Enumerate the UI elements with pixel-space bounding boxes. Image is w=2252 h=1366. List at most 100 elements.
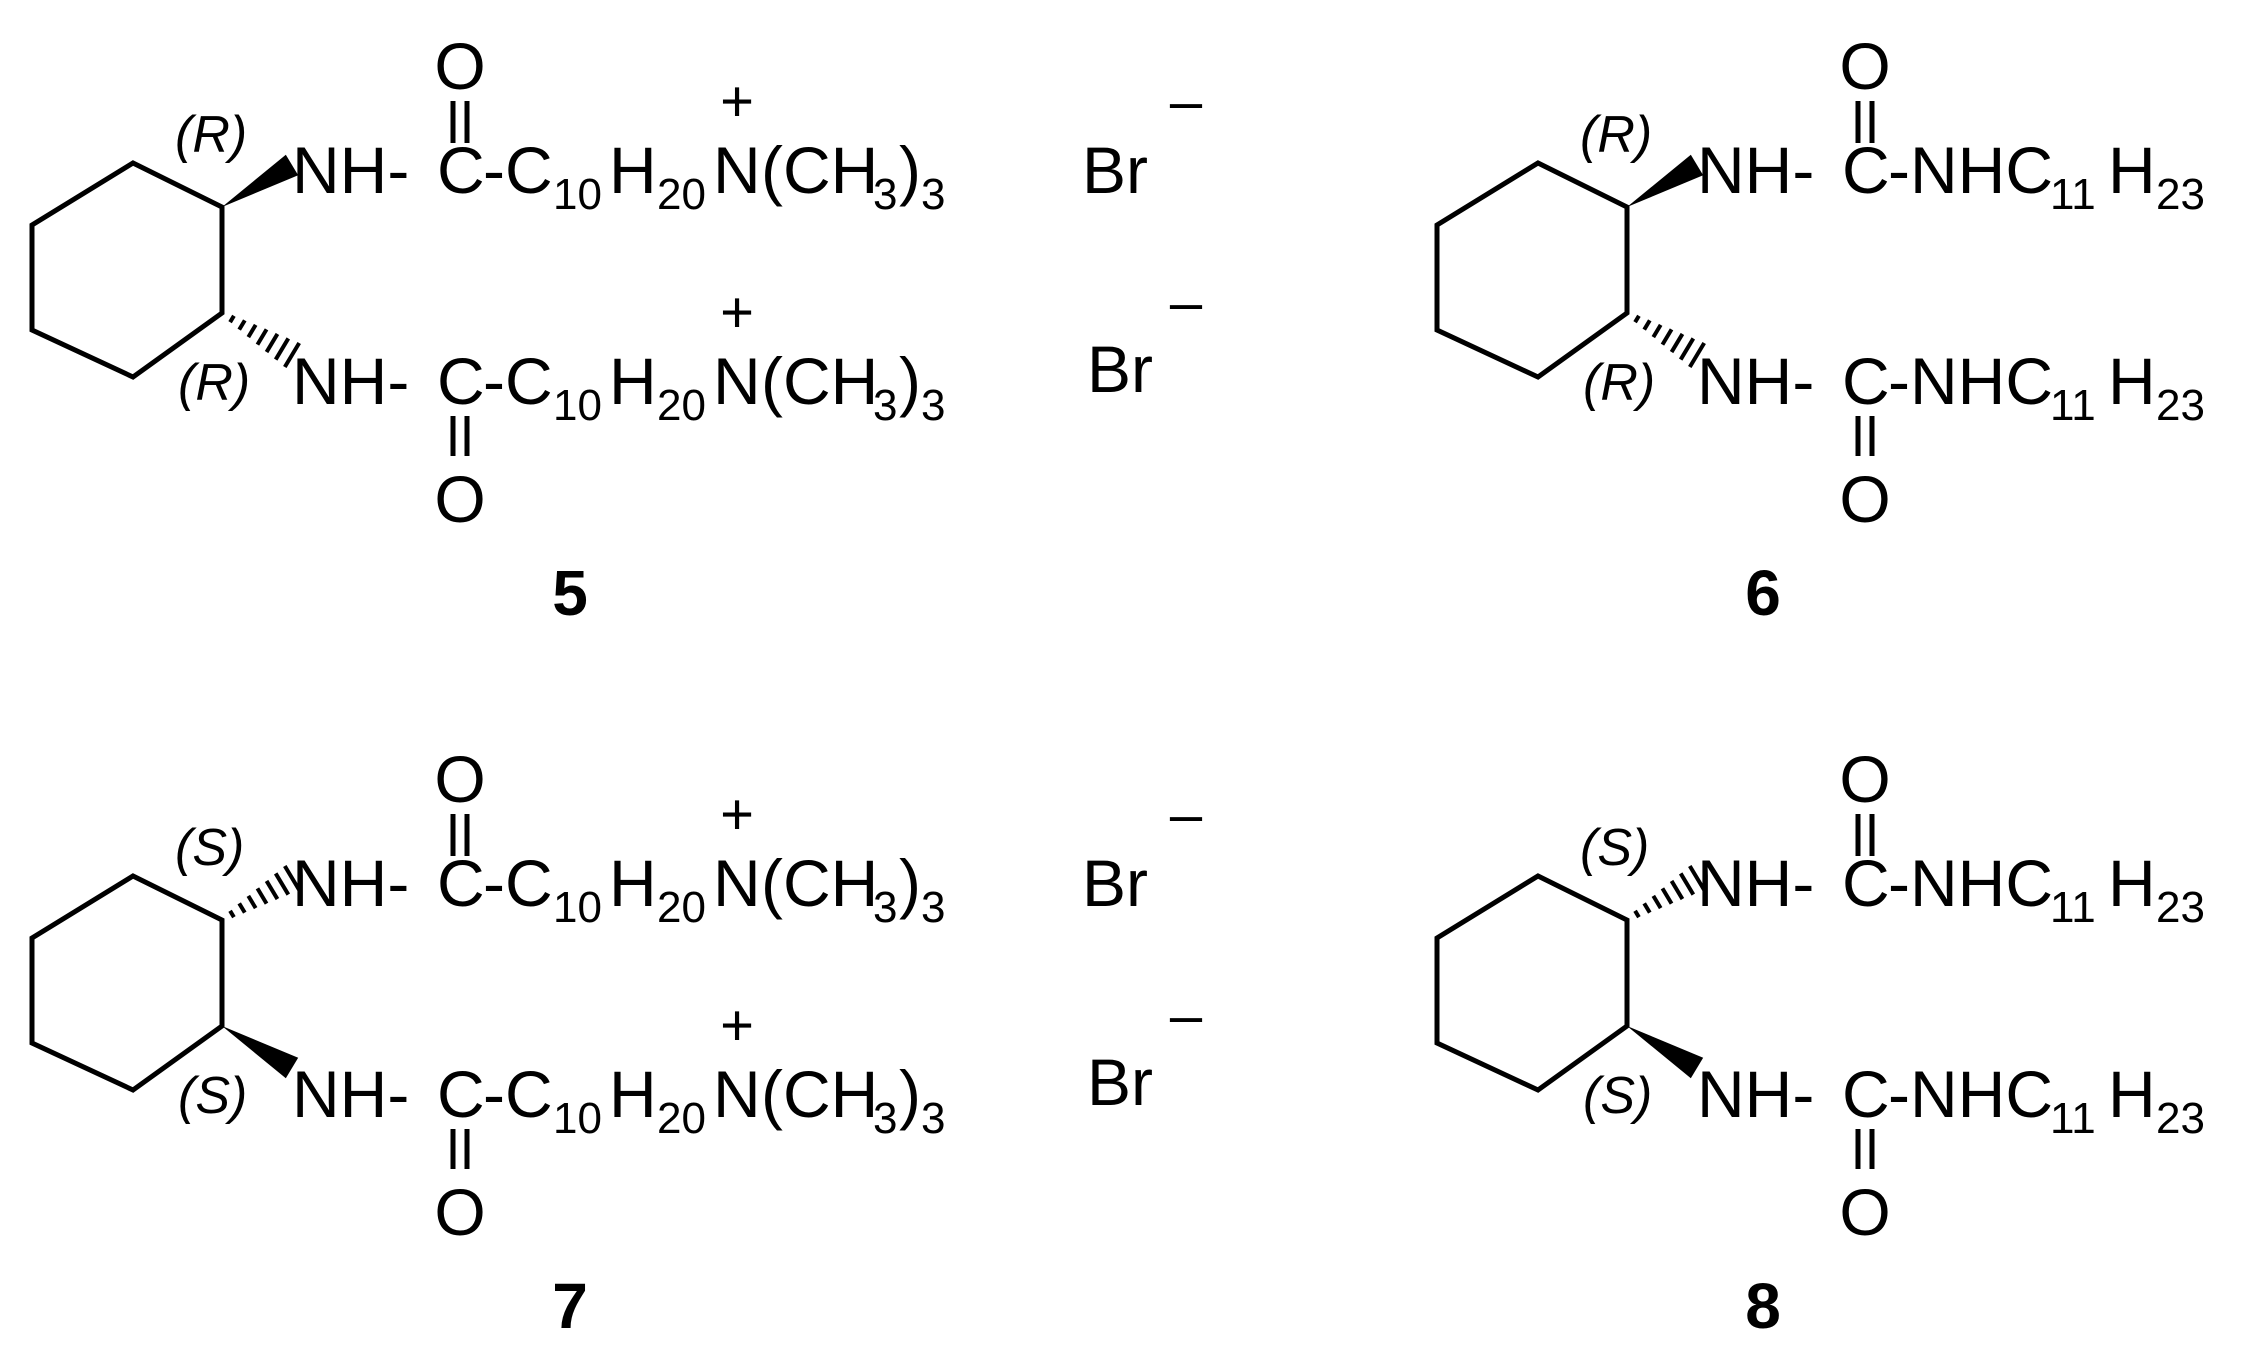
nhc-label: NHC [1910, 133, 2053, 207]
top-positive-charge: + [720, 69, 754, 134]
subscript-20: 20 [657, 883, 706, 932]
nh-label: NH- [292, 344, 409, 418]
nhc-label: NHC [1910, 846, 2053, 920]
nh-label: NH- [1697, 846, 1814, 920]
carbonyl-c-label: C [437, 344, 485, 418]
dash-label: - [1888, 344, 1910, 418]
bottom-oxygen-label: O [434, 462, 485, 536]
paren-label: ) [899, 344, 921, 418]
alkyl-h-label: H [2108, 133, 2156, 207]
top-stereo-bond [1633, 864, 1706, 919]
subscript-10: 10 [553, 883, 602, 932]
alkyl-h-label: H [2108, 846, 2156, 920]
paren-label: ) [899, 846, 921, 920]
carbonyl-c-label: C [1842, 1057, 1890, 1131]
ammonium-n-label: N [713, 1057, 761, 1131]
methyl-group-label: (CH [761, 846, 878, 920]
subscript-20: 20 [657, 170, 706, 219]
dash-label: - [483, 1057, 505, 1131]
paren-label: ) [899, 1057, 921, 1131]
subscript-20: 20 [657, 381, 706, 430]
top-stereo-bond [228, 864, 301, 919]
top-negative-charge: – [1170, 69, 1203, 134]
subscript-23: 23 [2156, 381, 2205, 430]
bottom-oxygen-label: O [1839, 1175, 1890, 1249]
top-stereo-bond [222, 154, 299, 207]
bottom-stereo-bond [1633, 314, 1706, 369]
chain-c-label: C [505, 344, 553, 418]
chain-c-label: C [505, 133, 553, 207]
ammonium-n-label: N [713, 133, 761, 207]
bottom-positive-charge: + [720, 993, 754, 1058]
top-negative-charge: – [1170, 782, 1203, 847]
subscript-20: 20 [657, 1094, 706, 1143]
top-oxygen-label: O [1839, 29, 1890, 103]
subscript-11: 11 [2050, 883, 2096, 932]
methyl-group-label: (CH [761, 133, 878, 207]
subscript-3-outer: 3 [921, 1094, 945, 1143]
bottom-negative-charge: – [1170, 270, 1203, 335]
nh-label: NH- [1697, 344, 1814, 418]
subscript-10: 10 [553, 381, 602, 430]
chain-c-label: C [505, 1057, 553, 1131]
stereo-descriptor-bottom: (S) [178, 1067, 247, 1125]
carbonyl-c-label: C [1842, 344, 1890, 418]
cyclohexane-ring [29, 873, 225, 1093]
stereo-descriptor-top: (R) [1580, 106, 1652, 164]
nh-label: NH- [292, 133, 409, 207]
dash-label: - [1888, 846, 1910, 920]
nh-label: NH- [1697, 1057, 1814, 1131]
alkyl-h-label: H [2108, 1057, 2156, 1131]
subscript-3: 3 [873, 1094, 897, 1143]
cyclohexane-ring [29, 160, 225, 380]
bottom-stereo-bond [1627, 1026, 1704, 1079]
compound-number: 5 [552, 557, 588, 629]
subscript-23: 23 [2156, 883, 2205, 932]
bottom-bromide-label: Br [1087, 332, 1153, 406]
carbonyl-c-label: C [437, 846, 485, 920]
subscript-10: 10 [553, 170, 602, 219]
bottom-negative-charge: – [1170, 983, 1203, 1048]
subscript-11: 11 [2050, 170, 2096, 219]
top-oxygen-label: O [1839, 742, 1890, 816]
bottom-oxygen-label: O [1839, 462, 1890, 536]
subscript-3: 3 [873, 170, 897, 219]
dash-label: - [483, 344, 505, 418]
subscript-3: 3 [873, 381, 897, 430]
subscript-3-outer: 3 [921, 381, 945, 430]
dash-label: - [1888, 133, 1910, 207]
stereo-descriptor-top: (R) [175, 106, 247, 164]
carbonyl-c-label: C [437, 1057, 485, 1131]
subscript-23: 23 [2156, 1094, 2205, 1143]
stereo-descriptor-top: (S) [175, 819, 244, 877]
cyclohexane-ring [1434, 873, 1630, 1093]
top-positive-charge: + [720, 782, 754, 847]
compound-number: 8 [1745, 1270, 1781, 1342]
top-oxygen-label: O [434, 742, 485, 816]
top-stereo-bond [1627, 154, 1704, 207]
bottom-positive-charge: + [720, 280, 754, 345]
subscript-10: 10 [553, 1094, 602, 1143]
alkyl-h-label: H [2108, 344, 2156, 418]
top-oxygen-label: O [434, 29, 485, 103]
carbonyl-c-label: C [437, 133, 485, 207]
subscript-11: 11 [2050, 381, 2096, 430]
dash-label: - [483, 846, 505, 920]
nhc-label: NHC [1910, 344, 2053, 418]
dash-label: - [483, 133, 505, 207]
bottom-bromide-label: Br [1087, 1045, 1153, 1119]
top-bromide-label: Br [1082, 133, 1148, 207]
compound-number: 7 [552, 1270, 588, 1342]
dash-label: - [1888, 1057, 1910, 1131]
ammonium-n-label: N [713, 344, 761, 418]
stereo-descriptor-bottom: (R) [178, 354, 250, 412]
bottom-stereo-bond [222, 1026, 299, 1079]
